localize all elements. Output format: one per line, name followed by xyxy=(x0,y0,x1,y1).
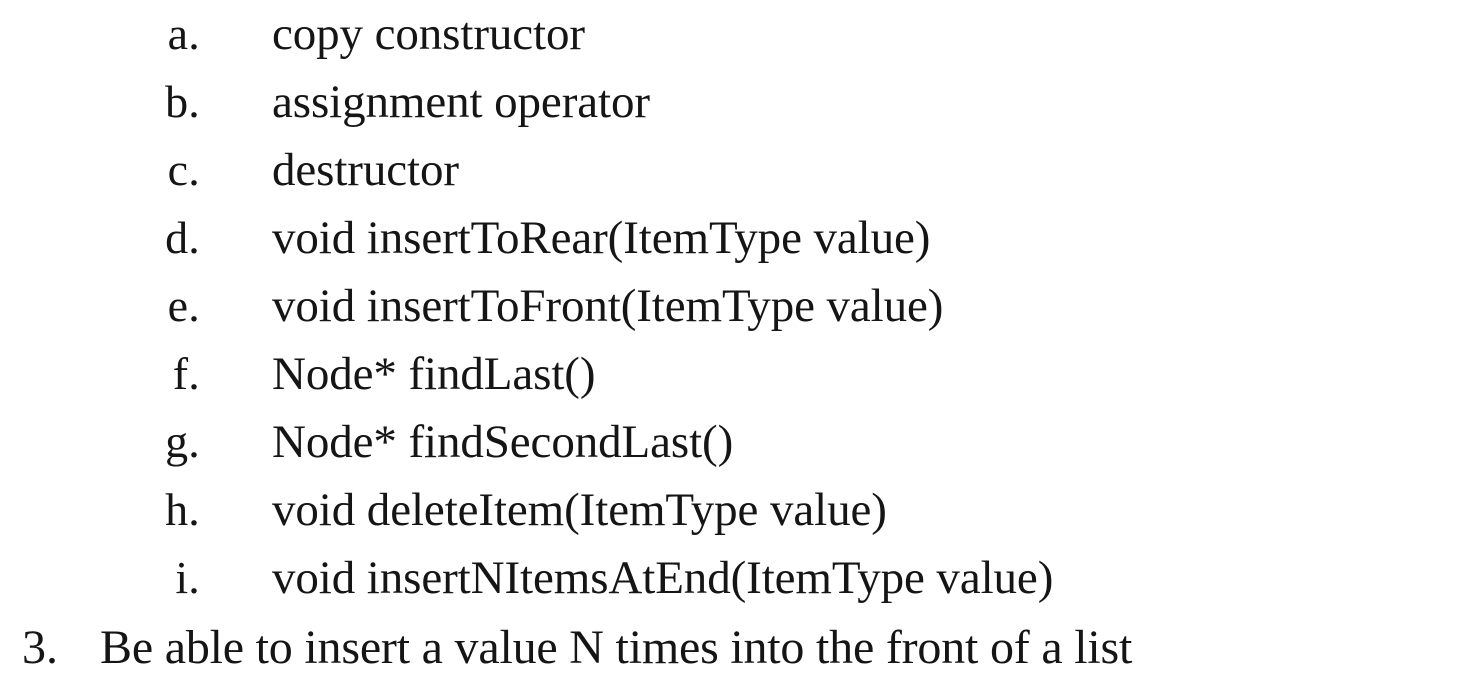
outline-item-marker: c. xyxy=(167,144,200,195)
outline-item-marker: f. xyxy=(172,348,200,399)
outline-item-text: destructor xyxy=(272,144,459,196)
outline-item-text: assignment operator xyxy=(272,76,650,128)
outline-item: 3. Be able to insert a value N times into… xyxy=(0,612,1458,684)
outline-item-marker: 3. xyxy=(22,621,58,674)
outline-item: h. void deleteItem(ItemType value) xyxy=(0,476,1458,544)
outline-item: b. assignment operator xyxy=(0,68,1458,136)
outline-item-marker: g. xyxy=(165,416,200,467)
outline-item-text: Node* findSecondLast() xyxy=(272,416,734,468)
outline-item-marker: b. xyxy=(165,76,200,127)
outline-item-text: void insertToRear(ItemType value) xyxy=(272,212,931,264)
outline-item-text: void insertToFront(ItemType value) xyxy=(272,280,944,332)
outline-item: c. destructor xyxy=(0,136,1458,204)
outline-item-marker: d. xyxy=(165,212,200,263)
outline-item: f. Node* findLast() xyxy=(0,340,1458,408)
outline-item: g. Node* findSecondLast() xyxy=(0,408,1458,476)
outline-item: a. copy constructor xyxy=(0,0,1458,68)
outline-item-text: void insertNItemsAtEnd(ItemType value) xyxy=(272,552,1054,604)
outline-item-text: Be able to insert a value N times into t… xyxy=(100,621,1133,674)
outline-item: e. void insertToFront(ItemType value) xyxy=(0,272,1458,340)
outline-item-marker: h. xyxy=(165,484,200,535)
outline-item: d. void insertToRear(ItemType value) xyxy=(0,204,1458,272)
outline-item-text: Node* findLast() xyxy=(272,348,596,400)
outline-item-marker: e. xyxy=(167,280,200,331)
outline-item-text: void deleteItem(ItemType value) xyxy=(272,484,887,536)
outline-item-text: copy constructor xyxy=(272,8,585,60)
outline-item-marker: i. xyxy=(175,552,200,603)
outline-item-marker: a. xyxy=(167,8,200,59)
outline-item: i. void insertNItemsAtEnd(ItemType value) xyxy=(0,544,1458,612)
